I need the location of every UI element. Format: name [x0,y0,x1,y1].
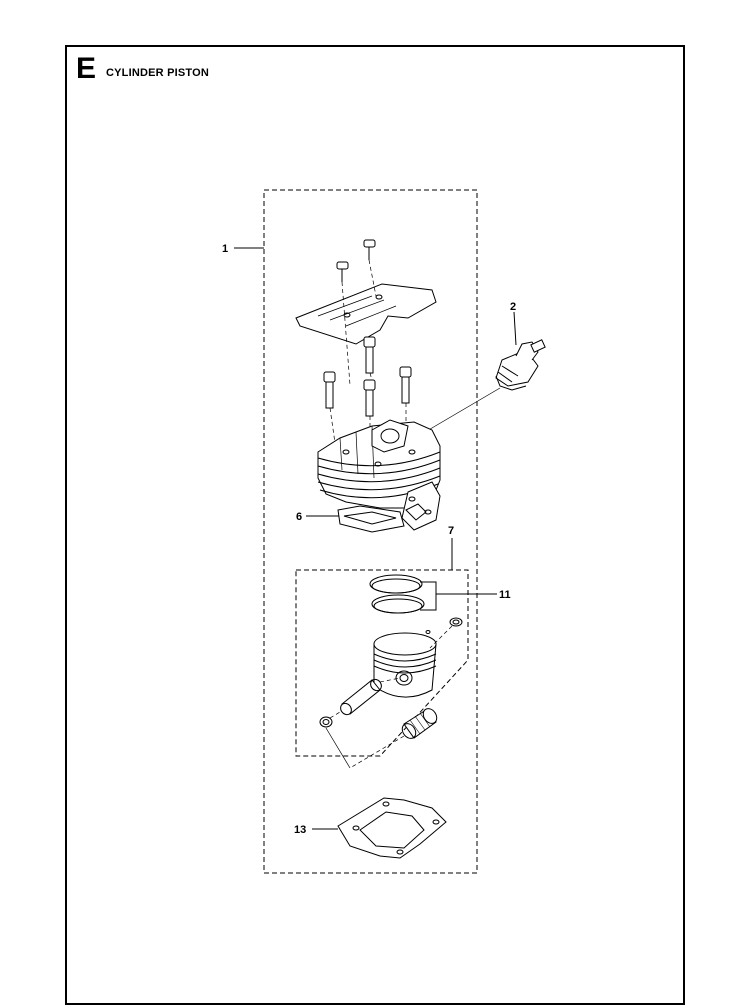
cover-screw-right [363,239,377,297]
section-title: CYLINDER PISTON [106,67,210,79]
group-7-boundary [295,569,469,757]
cylinder [317,419,441,533]
piston-pin [340,677,401,716]
spark-plug [495,339,546,391]
callout-13: 13 [294,824,306,836]
callout-2: 2 [510,301,516,313]
cover-screw-left [336,261,351,386]
piston-circlip-right [429,617,463,649]
piston [373,630,437,698]
piston-rings [369,574,425,614]
group-1-boundary [263,189,478,874]
leader-11-bracket [420,581,437,611]
cylinder-gasket [337,797,447,859]
page-frame [65,45,685,1005]
section-letter: E [76,52,97,85]
callout-1: 1 [222,243,228,255]
leader-2-extension [419,387,501,436]
leader-2 [513,311,517,346]
callout-6: 6 [296,511,302,523]
piston-circlip-left [319,711,341,728]
callout-7: 7 [448,525,454,537]
cylinder-cover-plate [295,283,437,345]
needle-bearing [325,708,438,769]
callout-11: 11 [499,589,511,601]
